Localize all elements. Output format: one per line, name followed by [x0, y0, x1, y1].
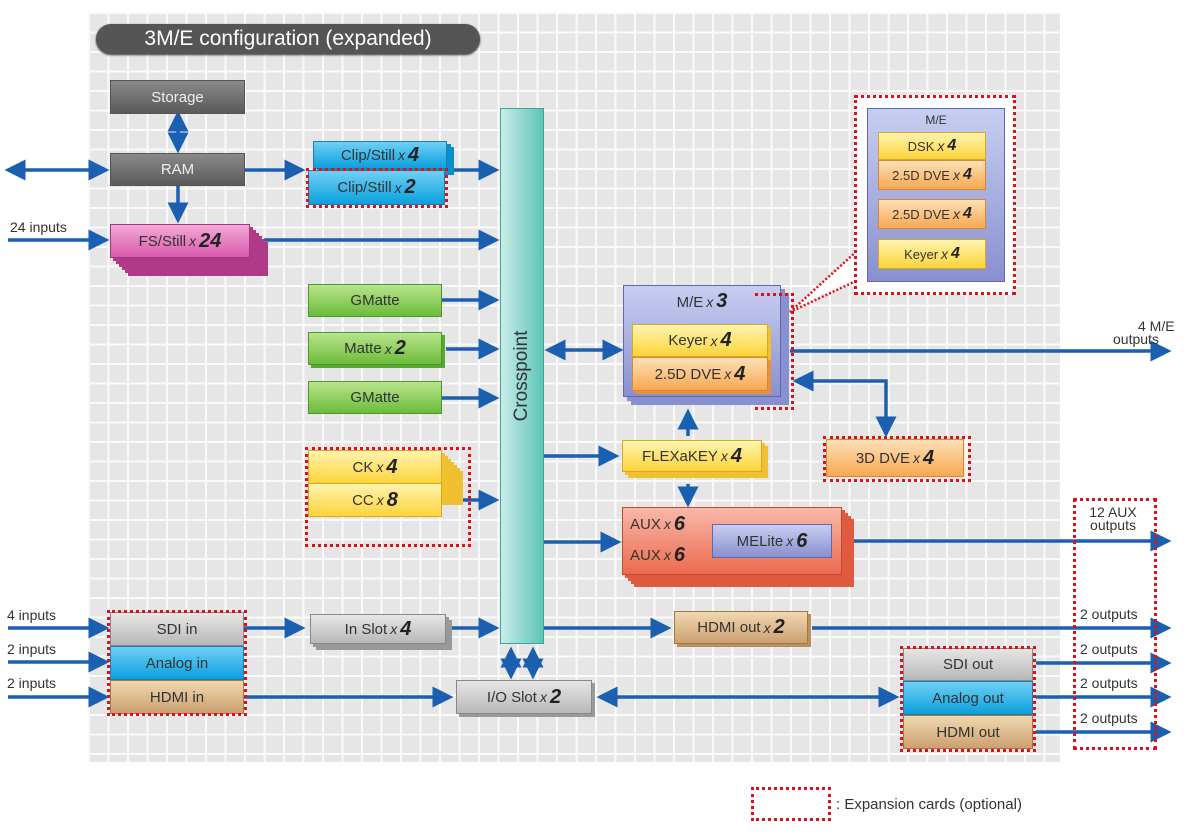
label-2-outputs-2: 2 outputs	[1080, 641, 1138, 657]
gmatte-block-2: GMatte	[308, 381, 442, 414]
label-2-inputs-b: 2 inputs	[7, 675, 57, 691]
label-2-outputs-4: 2 outputs	[1080, 710, 1138, 726]
label-me-outputs-2: outputs	[1113, 331, 1159, 347]
expansion-marker-inputs	[107, 610, 247, 716]
sdi-out-block: SDI out	[903, 648, 1033, 681]
expansion-marker-output-cards	[900, 646, 1036, 752]
analog-out-block: Analog out	[903, 681, 1033, 715]
legend-swatch	[751, 787, 831, 821]
expansion-marker-3d-dve	[823, 436, 971, 482]
storage-block: Storage	[110, 80, 245, 114]
label-aux-outputs-2: outputs	[1090, 517, 1136, 533]
hdmi-out-block: HDMI out	[903, 715, 1033, 749]
legend-label: : Expansion cards (optional)	[836, 796, 1022, 813]
label-aux-outputs-1: 12 AUX	[1089, 504, 1137, 520]
label-2-inputs-a: 2 inputs	[7, 641, 57, 657]
arrow-3ddve-me	[792, 370, 897, 438]
analog-in-block: Analog in	[110, 646, 244, 680]
expansion-marker-me	[755, 293, 794, 410]
label-2-outputs-3: 2 outputs	[1080, 675, 1138, 691]
label-2-outputs-1: 2 outputs	[1080, 606, 1138, 622]
label-24-inputs: 24 inputs	[10, 219, 67, 235]
label-me-outputs-1: 4 M/E	[1138, 318, 1175, 334]
callout-title: M/E	[925, 113, 947, 127]
ram-block: RAM	[110, 153, 245, 186]
expansion-marker-ck-cc	[305, 447, 471, 547]
diagram-title: 3M/E configuration (expanded)	[96, 24, 480, 54]
callout-pointer	[789, 247, 860, 314]
expansion-marker-outputs	[1073, 498, 1157, 750]
crosspoint-bus: Crosspoint	[500, 108, 544, 644]
label-4-inputs: 4 inputs	[7, 607, 57, 623]
gmatte-block-1: GMatte	[308, 284, 442, 317]
expansion-marker-clip	[306, 168, 448, 208]
